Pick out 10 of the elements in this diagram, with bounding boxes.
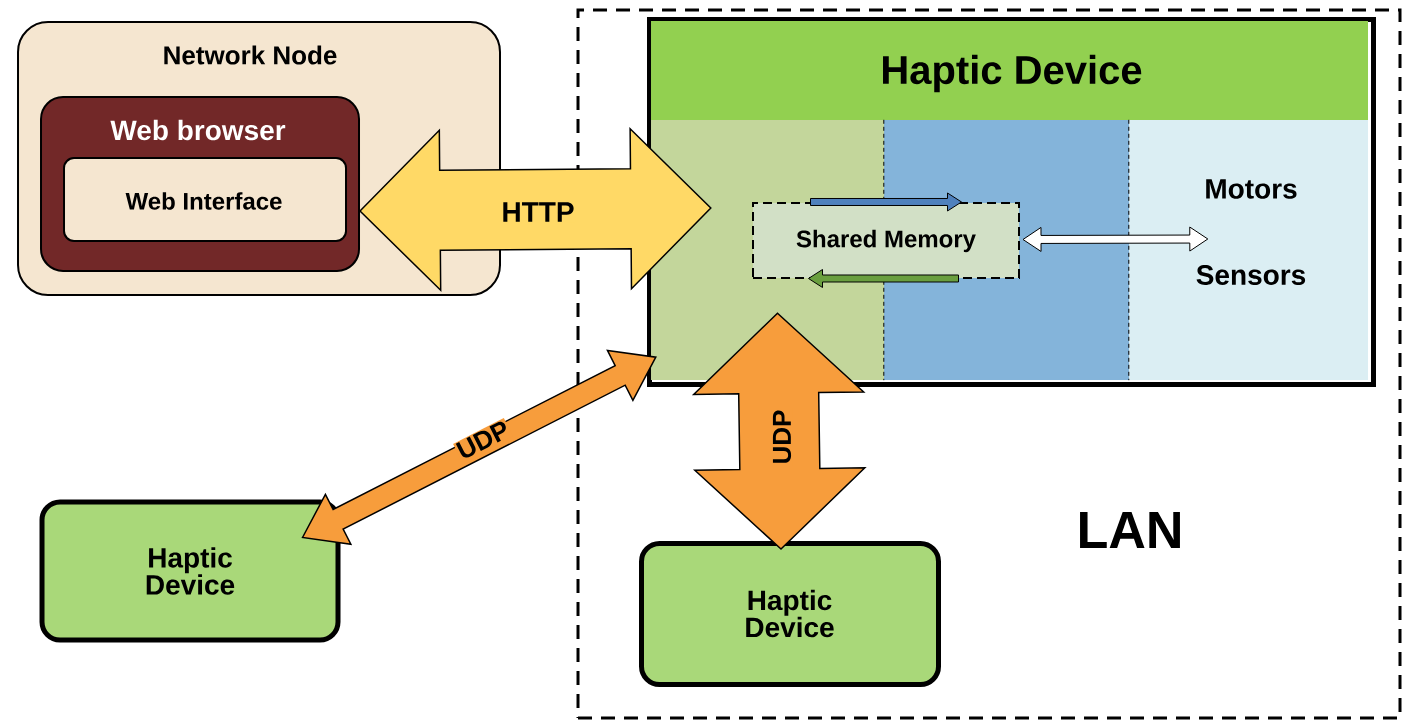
haptic-device-box: Haptic Device — [639, 541, 941, 687]
double-arrow — [1022, 226, 1209, 252]
motors-sensors-panel: Motors Sensors — [1128, 119, 1368, 381]
arrow — [810, 192, 962, 212]
edge-label: HTTP — [500, 201, 576, 223]
edge-label: UDP — [453, 418, 513, 462]
interface-box: Web Interface — [63, 157, 347, 242]
arrow — [808, 269, 959, 288]
haptic-device-box: Haptic Device — [39, 499, 341, 643]
shared-memory-box: Shared Memory — [752, 202, 1020, 279]
